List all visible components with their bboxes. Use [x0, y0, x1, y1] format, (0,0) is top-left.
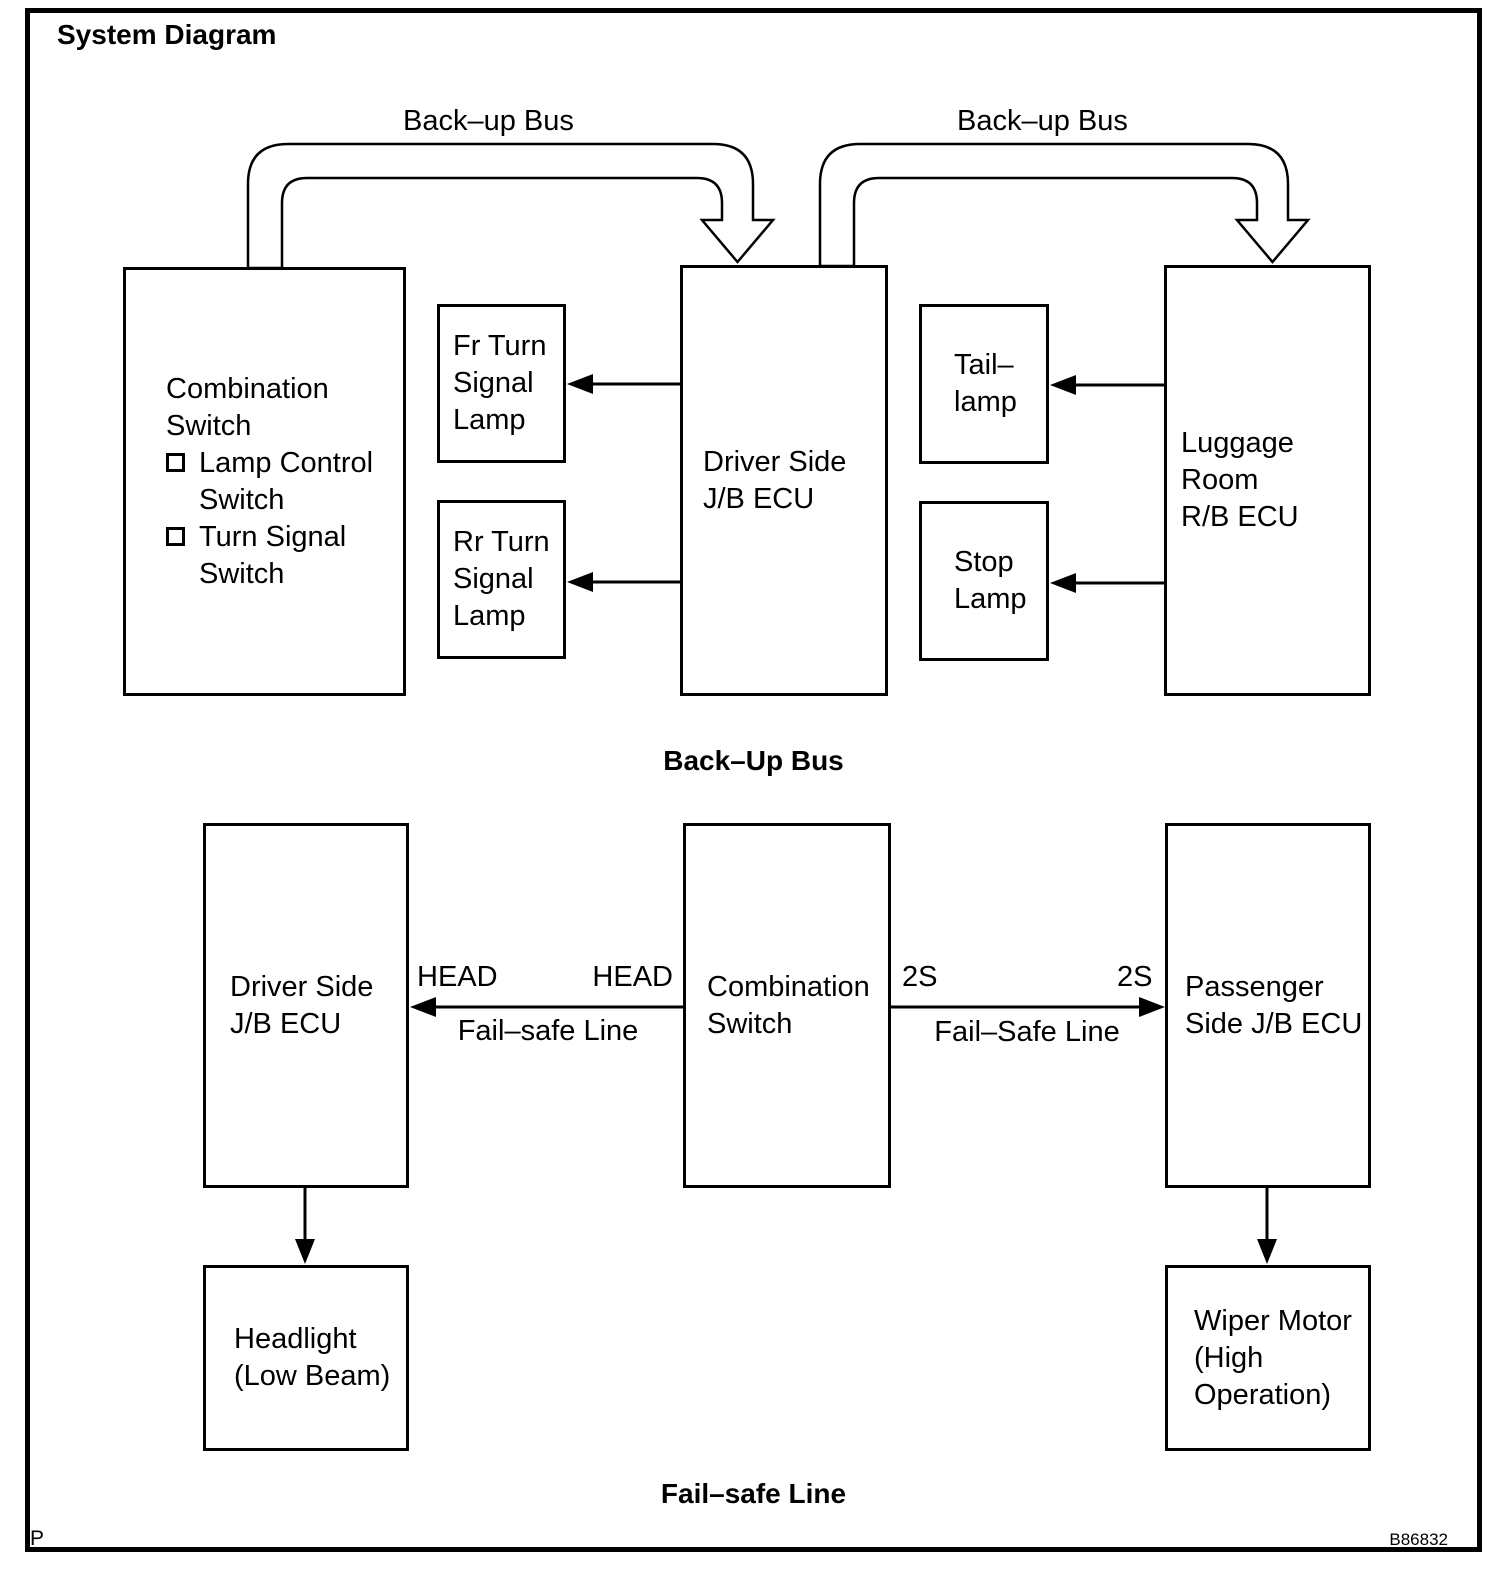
arrow-driver-to-headlight	[295, 1188, 315, 1264]
fail-safe-caption: Fail–safe Line	[660, 1478, 847, 1509]
arrow-luggage-to-tail-lamp	[1050, 375, 1165, 395]
box-driver-side-jb-ecu-top: Driver Side J/B ECU	[680, 265, 888, 696]
box-passenger-side-jb-ecu: Passenger Side J/B ECU	[1165, 823, 1371, 1188]
backup-bus-label-left: Back–up Bus	[403, 105, 574, 137]
combination-switch-item-label: Lamp Control Switch	[199, 446, 374, 516]
combination-switch-item-turn-signal: Turn Signal Switch	[166, 519, 403, 593]
s2-label-left: 2S	[902, 961, 938, 993]
box-fr-turn-signal-lamp: Fr Turn Signal Lamp	[437, 304, 566, 463]
arrow-luggage-to-stop-lamp	[1050, 573, 1165, 593]
box-headlight: Headlight (Low Beam)	[203, 1265, 409, 1451]
box-combination-switch-bottom: Combination Switch	[683, 823, 891, 1188]
head-label-right: HEAD	[592, 961, 673, 993]
box-stop-lamp: Stop Lamp	[919, 501, 1049, 661]
backup-bus-arrow-right	[818, 142, 1311, 268]
backup-bus-caption: Back–Up Bus	[663, 745, 844, 776]
backup-bus-label-right: Back–up Bus	[957, 105, 1128, 137]
combination-switch-item-label: Turn Signal Switch	[199, 520, 347, 590]
head-label-left: HEAD	[417, 961, 498, 993]
checkbox-icon	[166, 452, 185, 472]
s2-label-right: 2S	[1117, 961, 1153, 993]
box-wiper-motor: Wiper Motor (High Operation)	[1165, 1265, 1371, 1451]
fail-safe-line-label-left: Fail–safe Line	[457, 1015, 639, 1047]
box-luggage-room-rb-ecu: Luggage Room R/B ECU	[1164, 265, 1371, 696]
checkbox-icon	[166, 526, 185, 546]
combination-switch-title: Combination Switch	[166, 372, 329, 442]
figure-code: B86832	[1389, 1530, 1448, 1549]
arrow-passenger-to-wiper	[1257, 1188, 1277, 1264]
box-rr-turn-signal-lamp: Rr Turn Signal Lamp	[437, 500, 566, 659]
box-tail-lamp: Tail– lamp	[919, 304, 1049, 464]
box-combination-switch-top: Combination Switch Lamp Control Switch T…	[123, 267, 406, 696]
page-marker: P	[30, 1527, 45, 1550]
arrow-driver-to-rr-turn	[567, 572, 681, 592]
arrow-combination-to-passenger	[889, 997, 1165, 1017]
combination-switch-item-lamp-control: Lamp Control Switch	[166, 445, 403, 519]
box-driver-side-jb-ecu-bottom: Driver Side J/B ECU	[203, 823, 409, 1188]
page-title: System Diagram	[57, 19, 277, 50]
fail-safe-line-label-right: Fail–Safe Line	[934, 1016, 1120, 1048]
backup-bus-arrow-left	[246, 142, 776, 270]
arrow-driver-to-fr-turn	[567, 374, 681, 394]
arrow-combination-to-driver	[410, 997, 684, 1017]
